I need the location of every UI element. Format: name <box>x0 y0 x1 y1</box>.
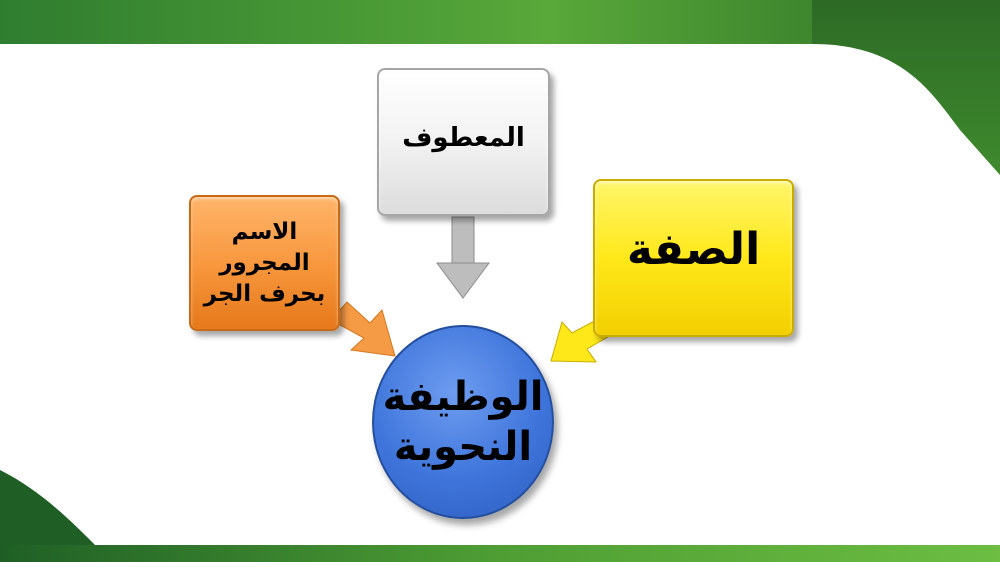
left-box-text: الاسم المجرور بحرف الجر <box>204 217 326 310</box>
center-line-1: الوظيفة <box>382 374 544 420</box>
right-box-label: الصفة <box>626 223 761 275</box>
left-box-majrour: الاسم المجرور بحرف الجر <box>189 195 340 331</box>
center-circle: الوظيفة النحوية <box>372 325 554 519</box>
right-swoosh <box>812 0 1000 175</box>
left-box-line-1: الاسم <box>231 218 298 245</box>
arrow-from-left-box <box>330 301 396 357</box>
left-box-line-3: بحرف الجر <box>203 280 326 307</box>
top-box-label: المعطوف <box>402 123 525 153</box>
left-swoosh <box>0 470 95 562</box>
top-box-maatouf: المعطوف <box>377 68 550 216</box>
center-line-2: النحوية <box>393 424 533 470</box>
arrow-from-top-box <box>436 216 490 299</box>
left-box-line-2: المجرور <box>219 249 310 276</box>
center-circle-text: الوظيفة النحوية <box>383 372 544 472</box>
bottom-band <box>0 545 1000 562</box>
right-box-sifa: الصفة <box>593 179 794 337</box>
